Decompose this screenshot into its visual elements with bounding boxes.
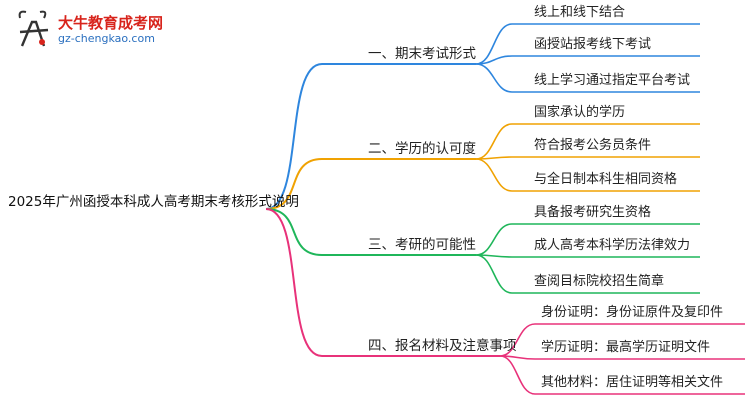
leaf-label-4-2: 学历证明：最高学历证明文件 bbox=[541, 340, 711, 355]
leaf-connector-3-3 bbox=[475, 254, 513, 294]
leaf-label-1-3: 线上学习通过指定平台考试 bbox=[534, 73, 691, 88]
leaf-connector-2-1 bbox=[475, 123, 513, 160]
branch-connector-2 bbox=[265, 158, 323, 210]
leaf-connector-2-3 bbox=[475, 158, 513, 192]
branch-label-2: 二、学历的认可度 bbox=[368, 141, 476, 157]
branch-label-1: 一、期末考试形式 bbox=[368, 46, 476, 62]
root-node-label: 2025年广州函授本科成人高考期末考核形式说明 bbox=[8, 194, 299, 210]
logo-url: gz-chengkao.com bbox=[58, 32, 155, 45]
leaf-connector-4-1 bbox=[499, 323, 536, 357]
site-logo: 大牛教育成考网 gz-chengkao.com bbox=[14, 8, 194, 52]
leaf-label-2-1: 国家承认的学历 bbox=[534, 105, 626, 120]
leaf-label-4-1: 身份证明：身份证原件及复印件 bbox=[541, 305, 724, 320]
leaf-label-4-3: 其他材料：居住证明等相关文件 bbox=[541, 375, 724, 390]
leaf-label-3-2: 成人高考本科学历法律效力 bbox=[534, 238, 691, 253]
leaf-label-2-2: 符合报考公务员条件 bbox=[534, 138, 652, 153]
leaf-label-3-3: 查阅目标院校招生简章 bbox=[534, 274, 665, 289]
branch-connector-1 bbox=[265, 63, 323, 210]
leaf-label-3-1: 具备报考研究生资格 bbox=[534, 205, 652, 220]
branch-label-4: 四、报名材料及注意事项 bbox=[368, 338, 517, 354]
branch-label-3: 三、考研的可能性 bbox=[368, 237, 476, 253]
leaf-connector-4-3 bbox=[499, 355, 536, 395]
leaf-connector-1-1 bbox=[475, 23, 513, 65]
branch-connector-4 bbox=[265, 208, 323, 357]
logo-title: 大牛教育成考网 bbox=[58, 14, 164, 32]
leaf-label-1-1: 线上和线下结合 bbox=[534, 5, 626, 20]
leaf-connector-1-3 bbox=[475, 63, 513, 93]
bull-logo-icon bbox=[18, 10, 49, 47]
branch-connector-3 bbox=[265, 208, 323, 256]
leaf-connector-3-1 bbox=[475, 223, 513, 256]
leaf-label-2-3: 与全日制本科生相同资格 bbox=[534, 172, 678, 187]
leaf-label-1-2: 函授站报考线下考试 bbox=[534, 37, 652, 52]
